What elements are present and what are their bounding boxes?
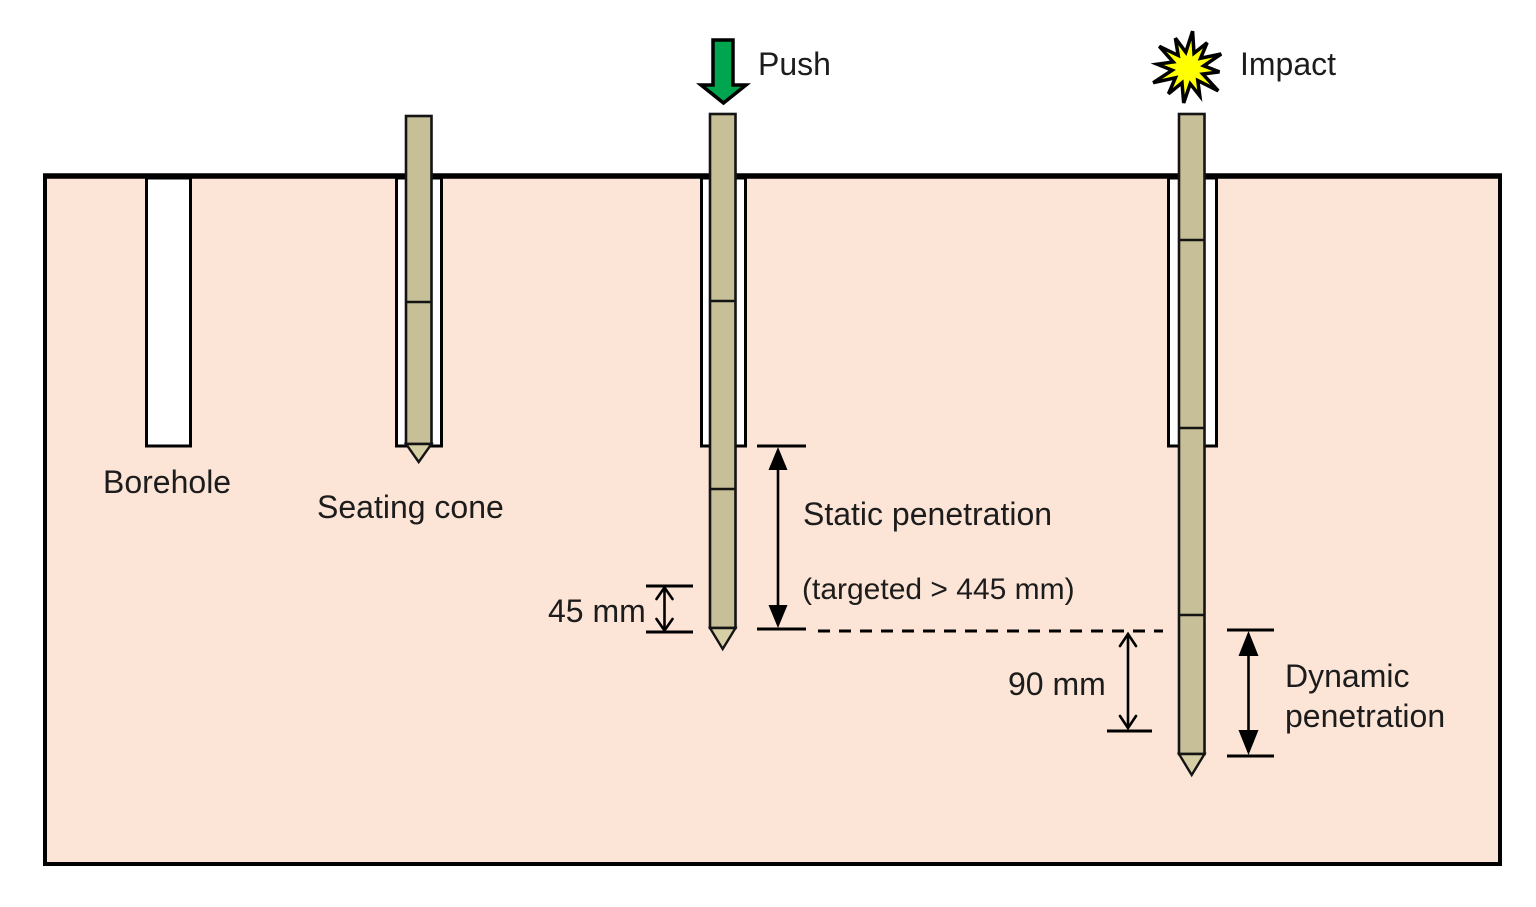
dim-90mm-label: 90 mm — [1008, 666, 1106, 702]
impact-label: Impact — [1240, 46, 1337, 82]
push-label: Push — [758, 46, 831, 82]
seating-cone-tip — [403, 442, 434, 465]
soil-cross-section — [43, 174, 1502, 866]
push-rod — [707, 112, 738, 652]
impact-cone-tip — [1176, 752, 1207, 778]
borehole-label: Borehole — [103, 464, 232, 500]
impact-starburst-icon — [1150, 30, 1223, 104]
dim-45mm-label: 45 mm — [548, 593, 646, 629]
dynamic-penetration-arrow — [1227, 628, 1274, 758]
static-target-label: (targeted > 445 mm) — [802, 573, 1075, 606]
push-arrow-icon — [696, 38, 751, 106]
seating-rod-body — [404, 114, 433, 446]
dynamic-penetration-label: Dynamic penetration — [1285, 658, 1446, 734]
static-penetration-arrow — [757, 444, 806, 631]
borehole-shape — [145, 176, 192, 448]
seating-rod — [403, 114, 434, 465]
dim-45mm-arrow — [646, 584, 693, 634]
seating-cone-label: Seating cone — [317, 489, 504, 525]
push-cone-tip — [707, 626, 738, 652]
dim-90mm-arrow — [1107, 631, 1152, 733]
impact-rod — [1176, 112, 1207, 778]
impact-rod-body — [1177, 112, 1206, 756]
push-rod-body — [708, 112, 737, 630]
static-penetration-label: Static penetration — [803, 496, 1053, 532]
